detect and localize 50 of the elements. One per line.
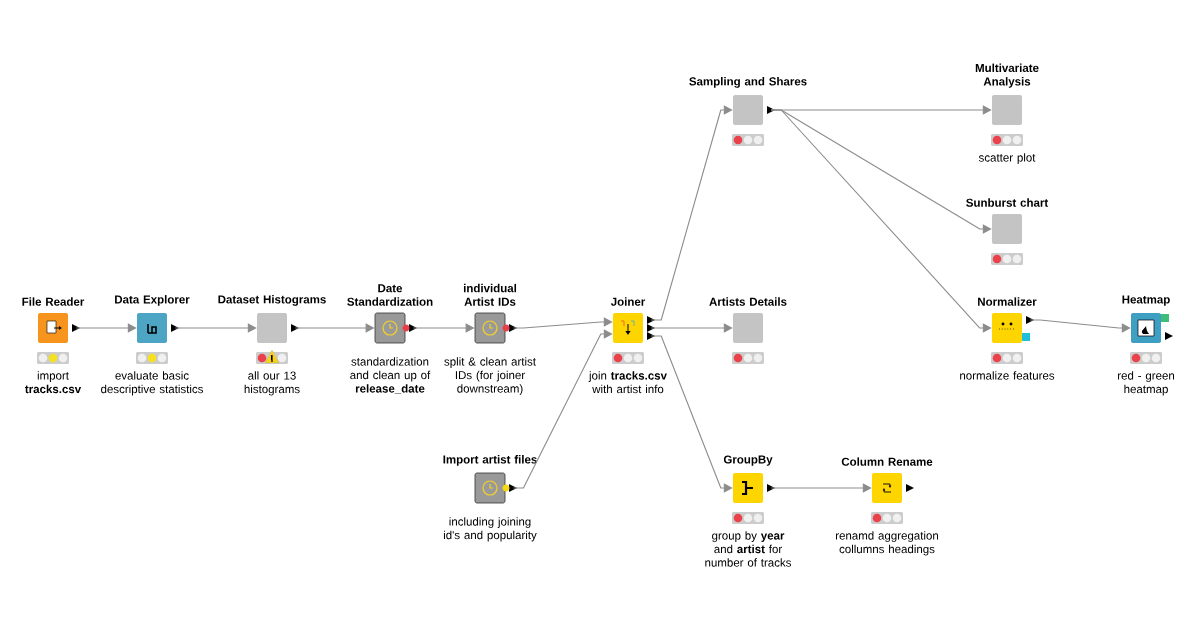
node-comment: normalize features: [960, 371, 1055, 380]
connector-arrow: [512, 317, 613, 329]
node-title: File Reader: [22, 297, 85, 306]
workflow-node: [733, 95, 775, 125]
node-comment: renamd aggregation collumns headings: [836, 531, 938, 556]
node-comment: import tracks.csv: [25, 371, 82, 394]
workflow-node: [992, 214, 1022, 244]
node-comment: group by year and artist for number of tracks: [705, 531, 792, 567]
node-title: Heatmap: [1122, 295, 1170, 306]
connector-arrow: [174, 323, 257, 333]
node-comment: evaluate basic descriptive statistics: [101, 371, 203, 396]
node-title: Sampling and Shares: [689, 77, 807, 88]
workflow-node: [992, 95, 1022, 125]
workflow-node: [992, 313, 1034, 343]
workflow-node: [733, 313, 763, 343]
node-title: individual Artist IDs: [463, 283, 517, 306]
connector-arrow: [650, 105, 733, 321]
connector-arrow: [1029, 319, 1131, 333]
connector-arrow: [650, 335, 733, 493]
node-comment: all our 13 histograms: [244, 371, 300, 396]
node-title: Sunburst chart: [966, 198, 1049, 207]
connector-arrow: [650, 323, 733, 333]
node-title: Normalizer: [978, 297, 1037, 306]
connector-arrow: [75, 323, 137, 333]
workflow-node: [474, 312, 517, 344]
node-title: Date Standardization: [347, 284, 433, 306]
workflow-node: [257, 313, 299, 343]
node-title: Column Rename: [841, 457, 933, 466]
node-comment: standardization and clean up of release_date: [350, 357, 431, 394]
node-title: Joiner: [610, 297, 646, 306]
node-comment: join tracks.csv with artist info: [588, 371, 667, 394]
workflow-node: [613, 313, 655, 343]
workflow-node: [137, 313, 179, 343]
connector-arrow: [770, 109, 992, 333]
node-title: GroupBy: [723, 455, 773, 466]
workflow-node: [374, 312, 417, 344]
node-comment: scatter plot: [978, 153, 1036, 164]
connector-arrow: [770, 483, 872, 493]
node-title: Data Explorer: [115, 295, 190, 306]
node-title: Artists Details: [709, 297, 787, 306]
node-comment: split & clean artist IDs (for joiner downstream): [444, 357, 536, 395]
workflow-node: [733, 473, 775, 503]
node-comment: including joining id's and popularity: [443, 517, 537, 542]
workflow-node: [474, 472, 517, 504]
connector-arrow: [512, 329, 613, 489]
workflow-node: [872, 473, 914, 503]
node-comment: red - green heatmap: [1118, 371, 1174, 396]
node-title: Dataset Histograms: [218, 295, 326, 306]
node-title: Import artist files: [443, 455, 537, 466]
node-title: Multivariate Analysis: [975, 63, 1039, 88]
